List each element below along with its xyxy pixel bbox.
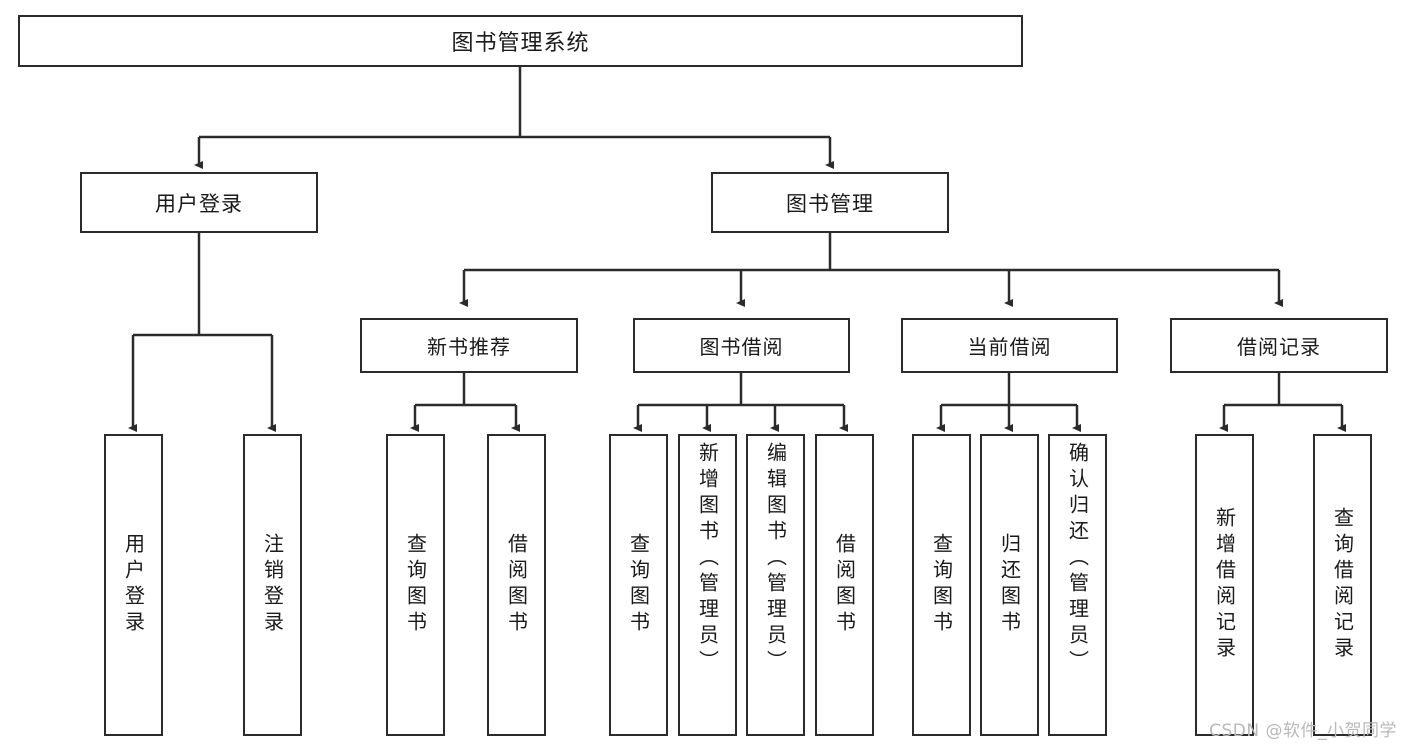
node-leaf-book-borrow-lend[interactable]: 借阅图书 xyxy=(815,434,874,736)
node-current-borrow[interactable]: 当前借阅 xyxy=(901,318,1118,373)
node-book-borrow[interactable]: 图书借阅 xyxy=(633,318,850,373)
node-label: 归还图书 xyxy=(997,533,1022,637)
node-leaf-new-book-query[interactable]: 查询图书 xyxy=(386,434,445,736)
node-leaf-current-borrow-query[interactable]: 查询图书 xyxy=(912,434,971,736)
node-label: 确认归还（管理员） xyxy=(1065,442,1090,676)
node-label: 图书管理 xyxy=(786,191,874,216)
node-label: 当前借阅 xyxy=(967,335,1052,359)
node-leaf-book-borrow-query[interactable]: 查询图书 xyxy=(609,434,668,736)
node-user-login[interactable]: 用户登录 xyxy=(80,172,318,233)
node-leaf-user-login-signin[interactable]: 用户登录 xyxy=(104,434,163,736)
node-label: 图书借阅 xyxy=(699,335,784,359)
node-label: 查询图书 xyxy=(626,533,651,637)
node-label: 图书管理系统 xyxy=(451,31,590,56)
node-root-system[interactable]: 图书管理系统 xyxy=(18,15,1023,67)
watermark-text: CSDN @软件_小贺同学 xyxy=(1209,721,1397,741)
node-label: 借阅图书 xyxy=(504,533,529,637)
node-label: 查询图书 xyxy=(929,533,954,637)
node-label: 注销登录 xyxy=(260,533,285,637)
node-leaf-records-query[interactable]: 查询借阅记录 xyxy=(1313,434,1372,736)
node-borrow-records[interactable]: 借阅记录 xyxy=(1170,318,1388,373)
node-label: 新书推荐 xyxy=(427,335,511,359)
node-label: 新增图书（管理员） xyxy=(695,442,720,676)
node-label: 借阅图书 xyxy=(832,533,857,637)
node-leaf-current-borrow-confirm[interactable]: 确认归还（管理员） xyxy=(1048,434,1107,736)
node-label: 查询图书 xyxy=(403,533,428,637)
node-label: 用户登录 xyxy=(155,191,243,216)
node-label: 查询借阅记录 xyxy=(1330,507,1355,663)
node-leaf-records-add[interactable]: 新增借阅记录 xyxy=(1195,434,1254,736)
node-label: 新增借阅记录 xyxy=(1212,507,1237,663)
node-leaf-new-book-borrow[interactable]: 借阅图书 xyxy=(487,434,546,736)
node-label: 用户登录 xyxy=(121,533,146,637)
node-new-book-recommend[interactable]: 新书推荐 xyxy=(360,318,578,373)
node-leaf-user-login-signout[interactable]: 注销登录 xyxy=(243,434,302,736)
node-label: 编辑图书（管理员） xyxy=(763,442,788,676)
node-leaf-book-borrow-edit[interactable]: 编辑图书（管理员） xyxy=(746,434,805,736)
node-leaf-book-borrow-add[interactable]: 新增图书（管理员） xyxy=(678,434,737,736)
node-label: 借阅记录 xyxy=(1237,335,1321,359)
node-book-management[interactable]: 图书管理 xyxy=(711,172,949,233)
node-leaf-current-borrow-return[interactable]: 归还图书 xyxy=(980,434,1039,736)
